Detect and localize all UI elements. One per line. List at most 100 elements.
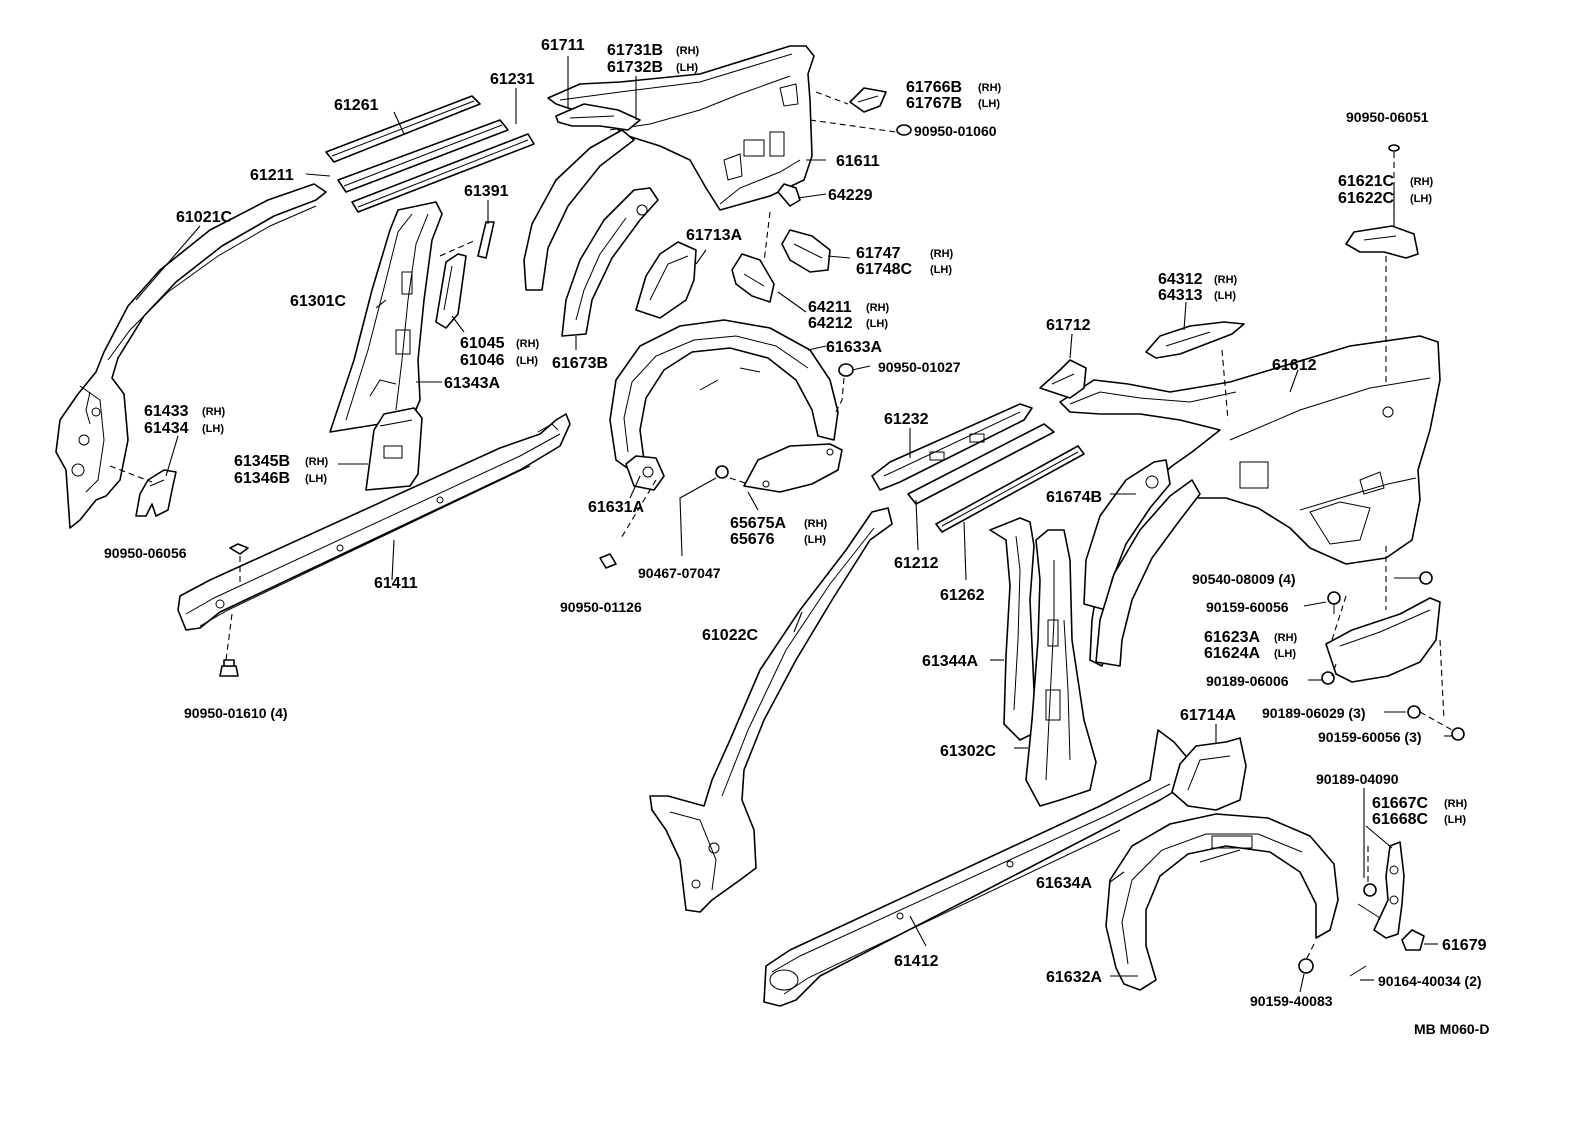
part-61212 bbox=[907, 423, 1055, 505]
label-61668c: 61668C bbox=[1372, 811, 1428, 828]
suffix-61767b: (LH) bbox=[978, 98, 1000, 110]
label-61713a: 61713A bbox=[686, 227, 742, 244]
part-61674b bbox=[1083, 459, 1201, 667]
label-61748c: 61748C bbox=[856, 261, 912, 278]
suffix-61622c: (LH) bbox=[1410, 193, 1432, 205]
label-61211: 61211 bbox=[250, 167, 294, 184]
label-61302c: 61302C bbox=[940, 743, 996, 760]
label-90950-06051: 90950-06051 bbox=[1346, 109, 1429, 125]
part-61673b bbox=[523, 129, 659, 337]
part-61747 bbox=[781, 229, 831, 273]
part-61634a bbox=[1105, 813, 1339, 991]
label-61766b: 61766B bbox=[906, 79, 962, 96]
suffix-61045: (RH) bbox=[516, 338, 540, 350]
suffix-64312: (RH) bbox=[1214, 274, 1238, 286]
label-61767b: 61767B bbox=[906, 95, 962, 112]
part-61412 bbox=[763, 729, 1197, 1007]
part-61411 bbox=[177, 413, 571, 631]
label-61679: 61679 bbox=[1442, 937, 1487, 954]
label-61732b: 61732B bbox=[607, 59, 663, 76]
part-61045 bbox=[435, 253, 467, 329]
suffix-61748c: (LH) bbox=[930, 264, 952, 276]
label-64211: 64211 bbox=[808, 299, 852, 316]
label-61612: 61612 bbox=[1272, 357, 1317, 374]
part-90950-06056 bbox=[229, 543, 249, 555]
label-61391: 61391 bbox=[464, 183, 509, 200]
label-61624a: 61624A bbox=[1204, 645, 1260, 662]
suffix-61667c: (RH) bbox=[1444, 798, 1468, 810]
label-61022c: 61022C bbox=[702, 627, 758, 644]
part-61391 bbox=[477, 221, 495, 259]
suffix-61346b: (LH) bbox=[305, 473, 327, 485]
label-64313: 64313 bbox=[1158, 287, 1203, 304]
suffix-64313: (LH) bbox=[1214, 290, 1236, 302]
suffix-61668c: (LH) bbox=[1444, 814, 1466, 826]
label-90189-06006: 90189-06006 bbox=[1206, 673, 1289, 689]
label-90159-40083: 90159-40083 bbox=[1250, 993, 1333, 1009]
label-90950-01610: 90950-01610 (4) bbox=[184, 705, 288, 721]
assembly-lines bbox=[109, 91, 1453, 961]
suffix-61732b: (LH) bbox=[676, 62, 698, 74]
suffix-61345b: (RH) bbox=[305, 456, 329, 468]
label-61411: 61411 bbox=[374, 575, 418, 592]
part-61302c bbox=[1025, 529, 1097, 807]
suffix-61621c: (RH) bbox=[1410, 176, 1434, 188]
part-61612 bbox=[1059, 335, 1441, 667]
suffix-64211: (RH) bbox=[866, 302, 890, 314]
part-61021c bbox=[55, 183, 327, 529]
label-90189-04090: 90189-04090 bbox=[1316, 771, 1399, 787]
label-61301c: 61301C bbox=[290, 293, 346, 310]
part-61433 bbox=[135, 469, 177, 517]
part-90950-01610 bbox=[219, 659, 239, 677]
suffix-61623a: (RH) bbox=[1274, 632, 1298, 644]
label-61714a: 61714A bbox=[1180, 707, 1236, 724]
label-61673b: 61673B bbox=[552, 355, 608, 372]
part-61667c bbox=[1373, 841, 1405, 939]
label-61262: 61262 bbox=[940, 587, 985, 604]
label-61731b: 61731B bbox=[607, 42, 663, 59]
label-90950-01126: 90950-01126 bbox=[560, 599, 642, 615]
label-61343a: 61343A bbox=[444, 375, 500, 392]
label-61345b: 61345B bbox=[234, 453, 290, 470]
label-61045: 61045 bbox=[460, 335, 505, 352]
label-90189-06029: 90189-06029 (3) bbox=[1262, 705, 1366, 721]
suffix-61766b: (RH) bbox=[978, 82, 1002, 94]
label-61712: 61712 bbox=[1046, 317, 1091, 334]
part-61621c bbox=[1345, 225, 1419, 259]
label-65676: 65676 bbox=[730, 531, 775, 548]
part-61712 bbox=[1039, 359, 1087, 399]
label-61711: 61711 bbox=[541, 37, 585, 54]
label-65675a: 65675A bbox=[730, 515, 786, 532]
label-61231: 61231 bbox=[490, 71, 535, 88]
label-61623a: 61623A bbox=[1204, 629, 1260, 646]
label-61261: 61261 bbox=[334, 97, 379, 114]
label-61631a: 61631A bbox=[588, 499, 644, 516]
footer-code: MB M060-D bbox=[1414, 1021, 1489, 1037]
suffix-65675a: (RH) bbox=[804, 518, 828, 530]
part-61714a bbox=[1171, 737, 1247, 811]
label-61344a: 61344A bbox=[922, 653, 978, 670]
part-61262 bbox=[935, 445, 1085, 533]
part-61633a bbox=[609, 319, 839, 471]
part-61345b bbox=[365, 407, 423, 491]
label-61633a: 61633A bbox=[826, 339, 882, 356]
part-61766b bbox=[849, 87, 887, 113]
part-61623a bbox=[1325, 597, 1441, 683]
part-61211 bbox=[337, 119, 535, 213]
label-61622c: 61622C bbox=[1338, 190, 1394, 207]
part-65675a bbox=[743, 443, 843, 493]
label-90159-60056: 90159-60056 bbox=[1206, 599, 1289, 615]
label-64229: 64229 bbox=[828, 187, 873, 204]
label-64312: 64312 bbox=[1158, 271, 1203, 288]
suffix-61434: (LH) bbox=[202, 423, 224, 435]
label-61232: 61232 bbox=[884, 411, 929, 428]
part-90950-01027 bbox=[838, 363, 854, 377]
label-61412: 61412 bbox=[894, 953, 939, 970]
label-61212: 61212 bbox=[894, 555, 939, 572]
suffix-61046: (LH) bbox=[516, 355, 538, 367]
part-90950-01126 bbox=[599, 553, 617, 569]
suffix-65676: (LH) bbox=[804, 534, 826, 546]
part-61344a bbox=[989, 517, 1037, 741]
label-61346b: 61346B bbox=[234, 470, 290, 487]
label-61674b: 61674B bbox=[1046, 489, 1102, 506]
